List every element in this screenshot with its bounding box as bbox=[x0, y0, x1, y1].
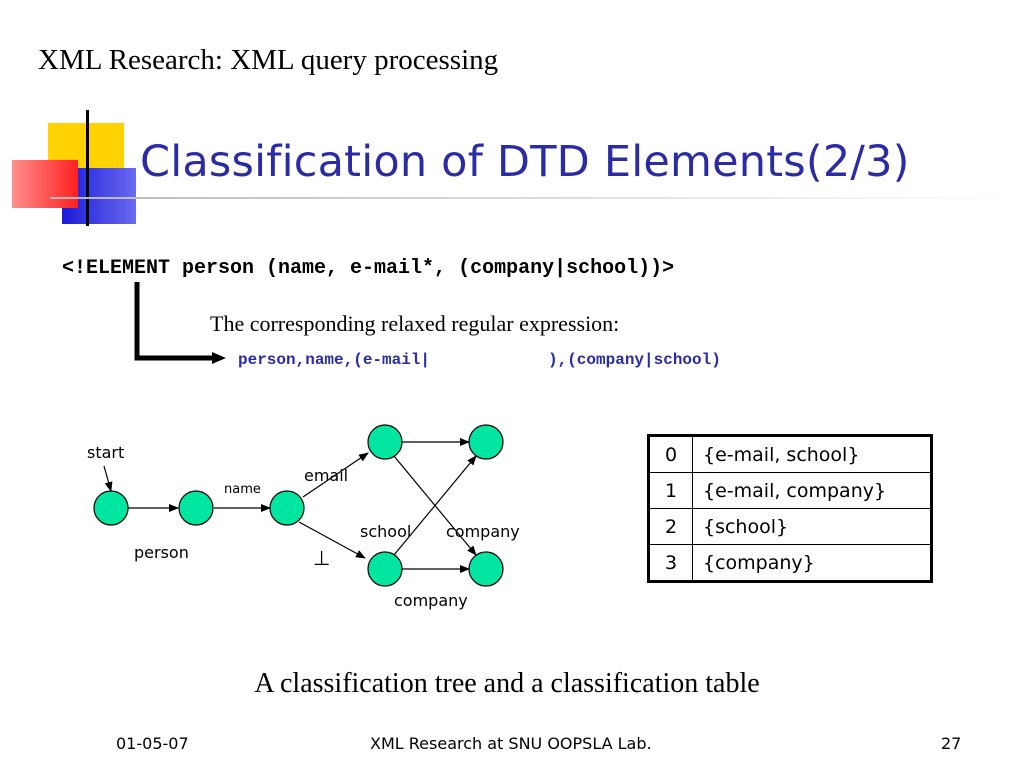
logo-red-square bbox=[12, 160, 78, 208]
table-cell-value: {e-mail, school} bbox=[692, 435, 932, 473]
footer-date: 01-05-07 bbox=[116, 734, 189, 753]
label-name: name bbox=[224, 482, 261, 497]
edge-email bbox=[302, 452, 369, 498]
table-cell-index: 0 bbox=[648, 435, 693, 473]
slide-title-suffix: (2/3) bbox=[805, 137, 910, 187]
logo-horizontal-line bbox=[50, 197, 1024, 199]
derivation-arrow bbox=[134, 282, 226, 364]
label-school: school bbox=[360, 522, 411, 541]
tree-node-1 bbox=[178, 490, 214, 526]
table-row: 2 {school} bbox=[648, 508, 932, 545]
footer-center: XML Research at SNU OOPSLA Lab. bbox=[370, 734, 652, 753]
label-company-bottom: company bbox=[394, 591, 468, 610]
edge-school-cross bbox=[393, 455, 477, 556]
table-cell-value: {company} bbox=[692, 544, 932, 582]
table-cell-index: 2 bbox=[648, 508, 693, 545]
edge-bottom bbox=[298, 521, 366, 559]
relaxed-expression-part1: person,name,(e-mail| bbox=[238, 351, 431, 369]
dtd-declaration: <!ELEMENT person (name, e-mail*, (compan… bbox=[62, 257, 675, 280]
table-cell-value: {school} bbox=[692, 508, 932, 545]
logo-vertical-line bbox=[86, 110, 89, 226]
edge-start bbox=[103, 465, 113, 492]
label-start: start bbox=[87, 443, 124, 462]
tree-node-4 bbox=[468, 424, 504, 460]
classification-tree: start person name email ⊥ school company… bbox=[87, 424, 520, 610]
relaxed-expression-part2: ),(company|school) bbox=[548, 351, 721, 369]
label-bottom: ⊥ bbox=[313, 546, 330, 570]
slide-title: Classification of DTD Elements(2/3) bbox=[140, 137, 910, 187]
figure-caption: A classification tree and a classificati… bbox=[254, 668, 760, 699]
classification-table: 0 {e-mail, school} 1 {e-mail, company} 2… bbox=[647, 434, 933, 583]
table-row: 3 {company} bbox=[648, 544, 932, 582]
table-row: 0 {e-mail, school} bbox=[648, 435, 932, 473]
tree-node-6 bbox=[468, 551, 504, 587]
tree-node-0 bbox=[93, 490, 129, 526]
label-email: email bbox=[304, 466, 348, 485]
slide-title-main: Classification of DTD Elements bbox=[140, 137, 806, 187]
header-text: XML Research: XML query processing bbox=[38, 44, 499, 76]
tree-node-2 bbox=[269, 490, 305, 526]
table-cell-value: {e-mail, company} bbox=[692, 472, 932, 509]
table-cell-index: 3 bbox=[648, 544, 693, 582]
table-cell-index: 1 bbox=[648, 472, 693, 509]
footer-page-number: 27 bbox=[941, 734, 962, 753]
relaxed-expression-caption: The corresponding relaxed regular expres… bbox=[210, 311, 620, 336]
label-company-right: company bbox=[446, 522, 520, 541]
tree-node-3 bbox=[367, 424, 403, 460]
slide-logo bbox=[12, 110, 1024, 226]
table-row: 1 {e-mail, company} bbox=[648, 472, 932, 509]
tree-node-5 bbox=[367, 551, 403, 587]
label-person: person bbox=[134, 543, 189, 562]
